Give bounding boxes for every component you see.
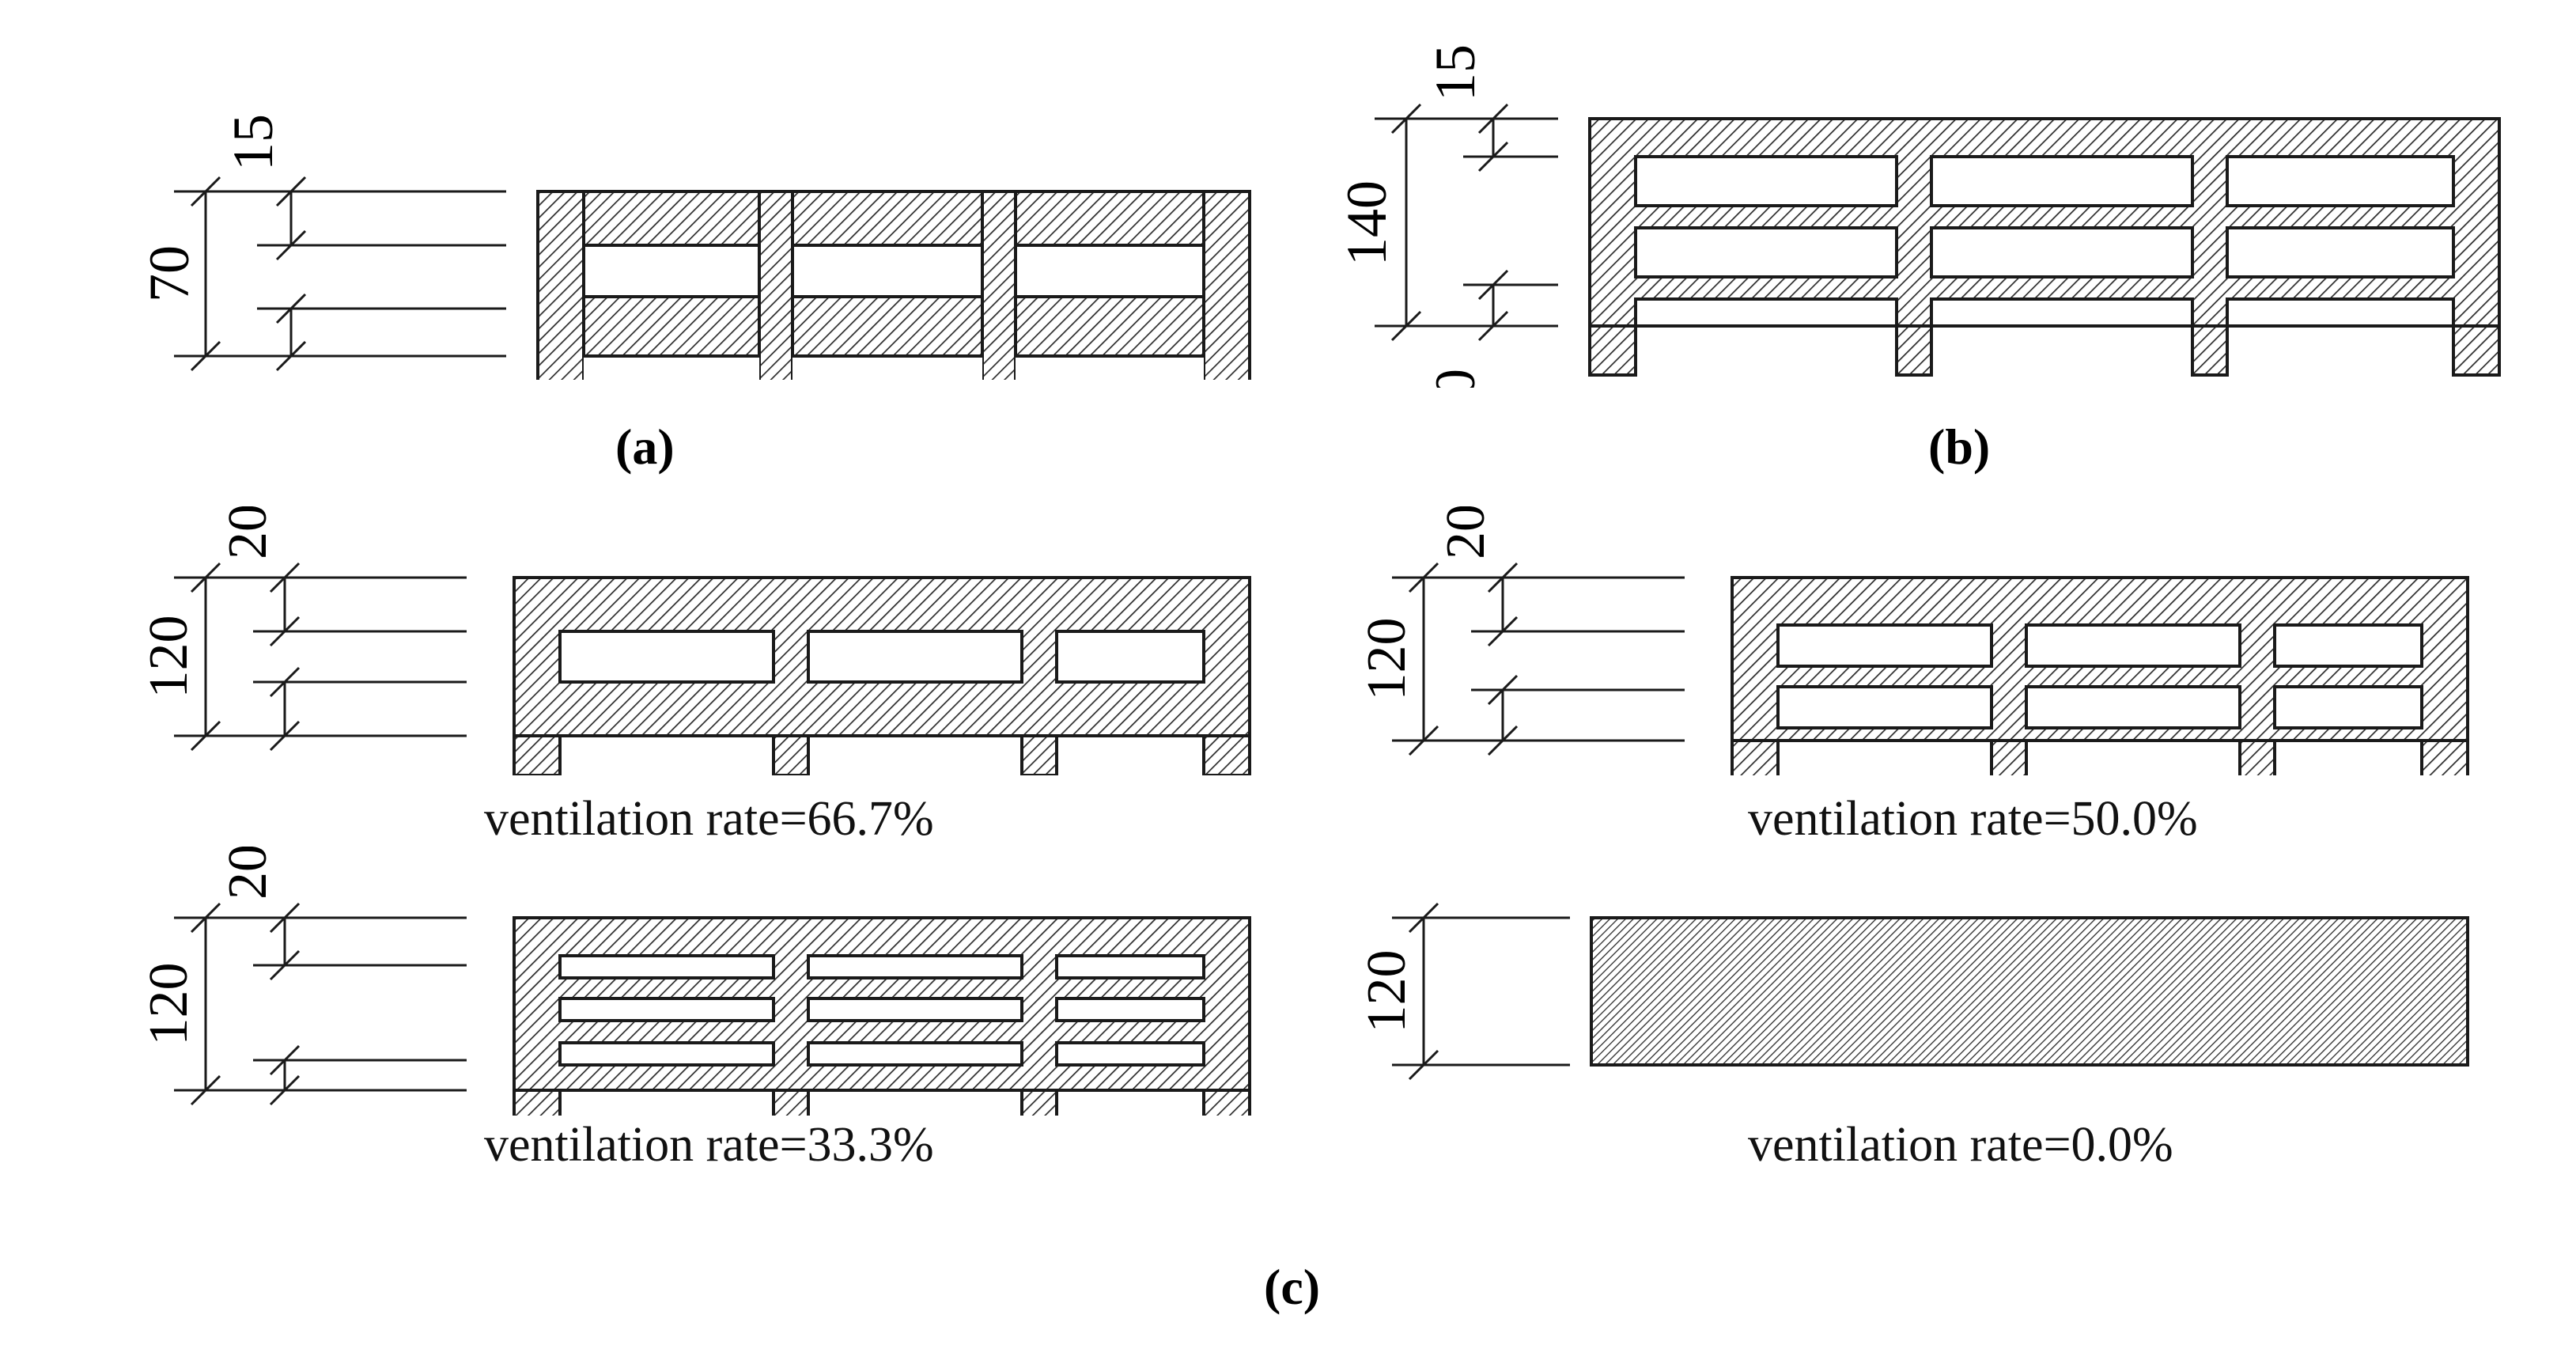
panel-b-drawing: 140 15 20 bbox=[1345, 44, 2501, 388]
pallet-c4-solid-block bbox=[1590, 916, 2469, 1067]
dim-c2-topdeck: 20 bbox=[1436, 506, 1496, 559]
pallet-c1-body bbox=[513, 576, 1251, 775]
panel-a-label: (a) bbox=[615, 419, 675, 475]
dim-c1-total: 120 bbox=[138, 616, 199, 699]
dimension-group-c4 bbox=[1392, 902, 1570, 1081]
caption-c1: ventilation rate=66.7% bbox=[484, 792, 934, 846]
variant-c1: 120 20 40 bbox=[95, 506, 1281, 775]
dimension-group-a bbox=[174, 176, 506, 372]
caption-c4: ventilation rate=0.0% bbox=[1748, 1118, 2173, 1172]
variant-c3-drawing: 120 20 10 bbox=[138, 847, 1251, 1116]
pallet-a-body bbox=[536, 190, 1251, 380]
variant-c4-drawing: 120 bbox=[1356, 902, 2469, 1081]
panel-a-drawing: 70 15 20 bbox=[138, 114, 1251, 380]
pallet-c2-body bbox=[1731, 576, 2469, 775]
dim-c4-total: 120 bbox=[1356, 950, 1417, 1033]
pallet-c3-body bbox=[513, 916, 1251, 1116]
dimension-group-b bbox=[1375, 103, 1558, 342]
dimension-group-c3 bbox=[174, 902, 467, 1106]
variant-c2-drawing: 120 20 20 bbox=[1356, 506, 2469, 775]
dim-c3-topdeck: 20 bbox=[218, 847, 278, 900]
dim-b-foot: 20 bbox=[1424, 369, 1487, 388]
dimension-group-c1 bbox=[174, 562, 467, 752]
dim-a-total: 70 bbox=[138, 245, 201, 302]
variant-c2: 120 20 20 bbox=[1345, 506, 2547, 775]
dim-c1-topdeck: 20 bbox=[218, 506, 278, 559]
dim-c3-total: 120 bbox=[138, 963, 199, 1046]
variant-c1-drawing: 120 20 40 bbox=[138, 506, 1251, 775]
dim-c2-total: 120 bbox=[1356, 618, 1417, 701]
pallet-b-body bbox=[1588, 117, 2501, 377]
panel-a: 70 15 20 bbox=[95, 95, 1281, 380]
panel-b-label: (b) bbox=[1928, 419, 1991, 475]
variant-c3: 120 20 10 bbox=[95, 847, 1281, 1116]
panel-c-label: (c) bbox=[1264, 1259, 1321, 1315]
variant-c4: 120 bbox=[1345, 870, 2547, 1108]
dim-a-topdeck: 15 bbox=[221, 114, 285, 171]
dimension-group-c2 bbox=[1392, 562, 1685, 756]
panel-b: 140 15 20 bbox=[1345, 16, 2547, 388]
dim-b-topdeck: 15 bbox=[1424, 44, 1487, 101]
caption-c2: ventilation rate=50.0% bbox=[1748, 792, 2198, 846]
dim-b-total: 140 bbox=[1345, 180, 1398, 266]
caption-c3: ventilation rate=33.3% bbox=[484, 1118, 934, 1172]
